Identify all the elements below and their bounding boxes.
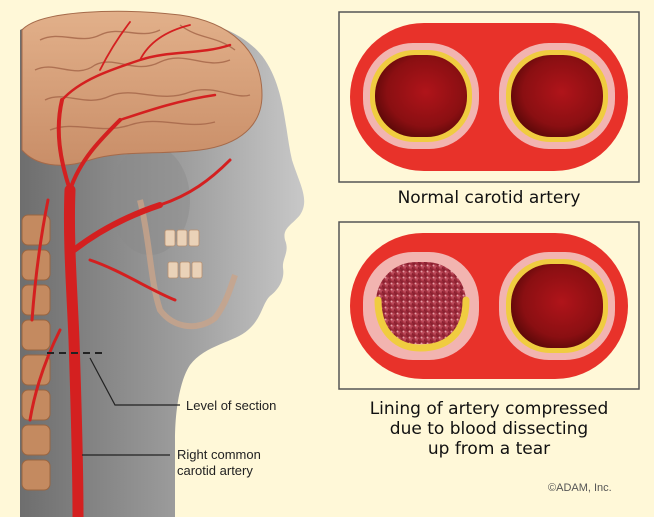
caption-dissected-line3: up from a tear — [326, 439, 652, 459]
caption-normal-artery: Normal carotid artery — [339, 187, 639, 209]
copyright-credit: ©ADAM, Inc. — [548, 482, 612, 494]
head-neck-illustration — [20, 11, 304, 517]
caption-dissected-line2: due to blood dissecting — [326, 419, 652, 439]
label-right-common-carotid-line2: carotid artery — [177, 463, 253, 479]
label-right-common-carotid-line1: Right common — [177, 447, 261, 463]
normal-artery-cross-section — [350, 23, 628, 171]
caption-dissected-line1: Lining of artery compressed — [326, 399, 652, 419]
dissected-artery-cross-section — [350, 233, 628, 379]
dissected-artery-panel — [339, 222, 639, 389]
normal-artery-panel — [339, 12, 639, 182]
label-level-of-section: Level of section — [186, 398, 276, 414]
